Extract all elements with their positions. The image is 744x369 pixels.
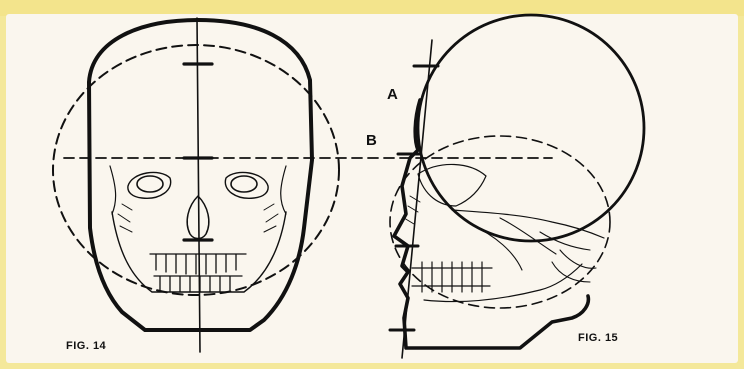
front-view-skull: [53, 18, 339, 352]
side-cranium-circle: [418, 15, 644, 241]
label-a: A: [387, 86, 398, 103]
side-ear-region: [552, 250, 596, 282]
side-teeth: [412, 262, 492, 292]
fig-14-caption: FIG. 14: [66, 340, 106, 352]
label-b: B: [366, 132, 377, 149]
side-view-skull: [390, 15, 644, 358]
front-lower-teeth: [154, 276, 242, 292]
front-upper-teeth: [150, 254, 246, 274]
fig-15-caption: FIG. 15: [578, 332, 618, 344]
front-center-line: [197, 18, 200, 352]
side-eye-orbit: [418, 164, 486, 206]
front-right-eye-inner: [231, 176, 257, 192]
side-zygomatic-arch: [452, 210, 604, 238]
front-left-eye-inner: [137, 176, 163, 192]
side-cheek-detail: [470, 218, 590, 270]
